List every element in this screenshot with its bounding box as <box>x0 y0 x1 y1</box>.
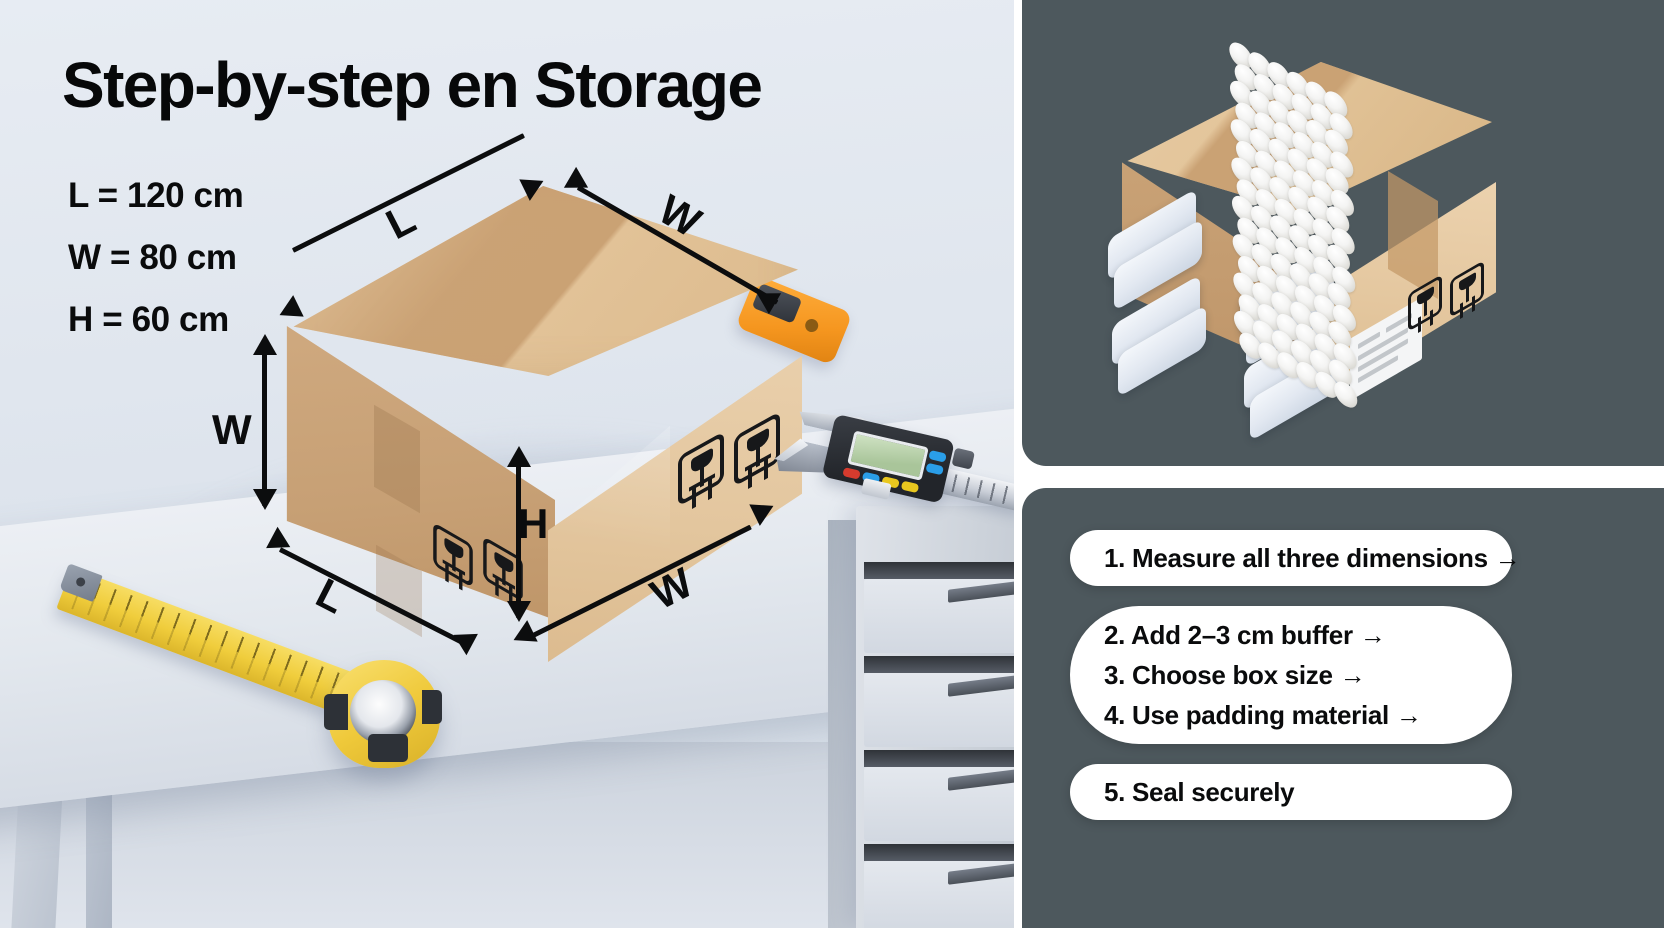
drawer[interactable] <box>864 673 1014 747</box>
padding-demo-panel <box>1022 0 1664 466</box>
spec-width: W = 80 cm <box>68 238 237 277</box>
step-card-1[interactable]: 1. Measure all three dimensions → <box>1070 530 1521 586</box>
box-highlight <box>550 425 670 652</box>
drawer-gap <box>864 844 1014 861</box>
step-item: 3. Choose box size → <box>1104 660 1366 690</box>
step-item: 2. Add 2–3 cm buffer → <box>1104 620 1386 650</box>
spec-height: H = 60 cm <box>68 300 229 339</box>
step-item: 5. Seal securely <box>1104 777 1295 807</box>
step-item: 1. Measure all three dimensions → <box>1104 543 1521 573</box>
tape-grip <box>324 694 348 730</box>
caliper-thumbwheel[interactable] <box>951 447 975 470</box>
dimension-label-H: H <box>518 500 548 547</box>
bubble-wrap-cell <box>1334 377 1358 413</box>
tape-measure-case <box>324 660 442 768</box>
tape-grip <box>422 690 442 724</box>
cutter-screw <box>803 317 821 335</box>
drawer-handle[interactable] <box>948 674 1014 697</box>
page-title: Step-by-step en Storage <box>62 49 763 121</box>
drawer-gap <box>864 750 1014 767</box>
drawer-handle[interactable] <box>948 768 1014 791</box>
drawer-handle[interactable] <box>948 862 1014 885</box>
step-card-group[interactable]: 2. Add 2–3 cm buffer → 3. Choose box siz… <box>1070 606 1512 744</box>
drawer-cabinet <box>856 506 1014 928</box>
tape-measure-hub <box>350 680 416 744</box>
tape-grip <box>368 734 408 762</box>
caliper-button[interactable] <box>928 450 947 463</box>
box-top-tape <box>293 186 798 376</box>
drawer-gap <box>864 656 1014 673</box>
padded-box-illustration <box>1102 38 1532 442</box>
drawer[interactable] <box>864 861 1014 928</box>
drawer[interactable] <box>864 767 1014 841</box>
caliper-button[interactable] <box>925 462 944 476</box>
step-item: 4. Use padding material → <box>1104 700 1422 730</box>
steps-panel: 1. Measure all three dimensions → 2. Add… <box>1022 488 1664 928</box>
drawer[interactable] <box>864 579 1014 653</box>
dimension-spec-list: L = 120 cm W = 80 cm H = 60 cm <box>68 176 244 362</box>
dimension-label-W-left: W <box>212 406 252 453</box>
caliper-button[interactable] <box>900 480 920 494</box>
drawer-gap <box>864 562 1014 579</box>
cardboard-box <box>278 186 802 662</box>
hero-illustration: L W W H L <box>0 0 1014 928</box>
caliper-button[interactable] <box>842 467 861 480</box>
step-card-5[interactable]: 5. Seal securely <box>1070 764 1512 820</box>
drawer-handle[interactable] <box>948 580 1014 603</box>
spec-length: L = 120 cm <box>68 176 244 215</box>
